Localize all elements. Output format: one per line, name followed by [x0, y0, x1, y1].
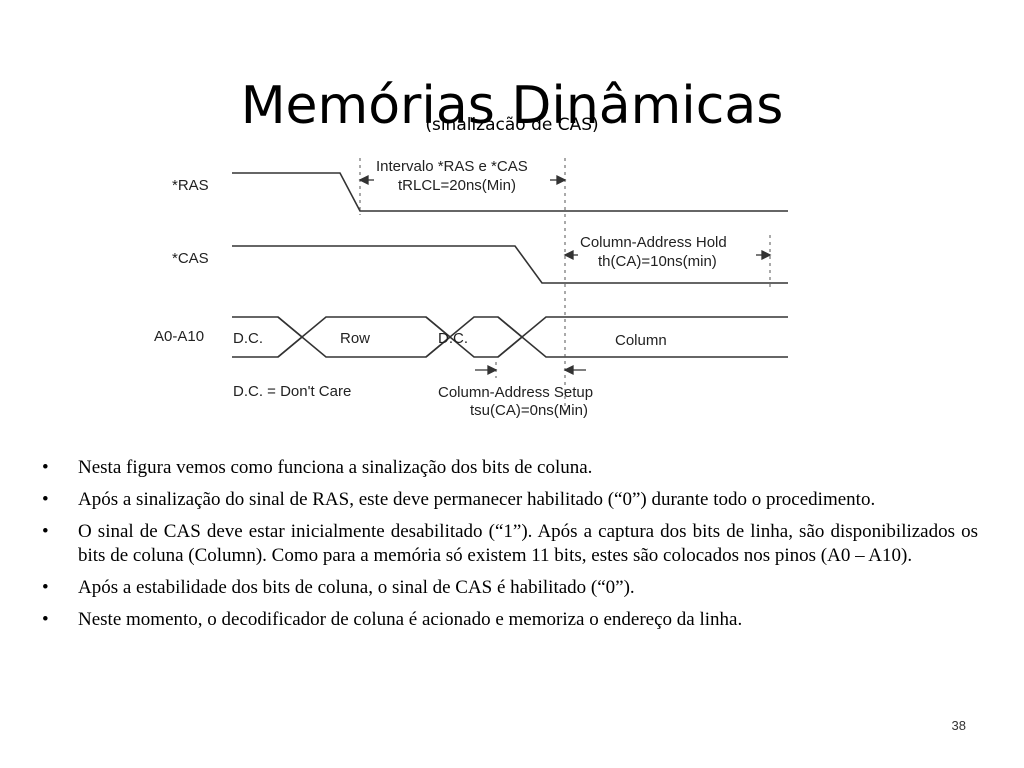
address-signal-label: A0-A10	[154, 328, 204, 345]
bullet-text: Após a estabilidade dos bits de coluna, …	[78, 577, 635, 598]
address-row-label: Row	[340, 330, 370, 347]
bullet-item: • Neste momento, o decodificador de colun…	[42, 608, 978, 632]
slide-subtitle: (sinalizacão de CAS)	[425, 115, 599, 135]
bullet-list: • Nesta figura vemos como funciona a sina…	[42, 456, 978, 640]
bullet-marker: •	[42, 457, 49, 478]
bullet-item: • Nesta figura vemos como funciona a sina…	[42, 456, 978, 480]
bullet-item: • O sinal de CAS deve estar inicialmente …	[42, 520, 978, 568]
dont-care-legend: D.C. = Don't Care	[233, 383, 351, 400]
page-number: 38	[951, 718, 966, 733]
interval-label-line1: Intervalo *RAS e *CAS	[376, 158, 528, 175]
timing-diagram-svg: *RAS *CAS A0-A10 D.C. Row D.C. Column	[154, 158, 788, 419]
slide-title: Memórias Dinâmicas	[240, 75, 784, 136]
bullet-item: • Após a sinalização do sinal de RAS, est…	[42, 488, 978, 512]
bullet-text: Após a sinalização do sinal de RAS, este…	[78, 489, 876, 510]
hold-label-line2: th(CA)=10ns(min)	[598, 253, 717, 270]
timing-reference-lines	[359, 158, 771, 415]
address-column-label: Column	[615, 332, 667, 349]
hold-arrows	[563, 249, 772, 261]
bullet-marker: •	[42, 489, 49, 510]
bullet-text: O sinal de CAS deve estar inicialmente d…	[78, 521, 978, 566]
setup-arrows	[475, 364, 586, 376]
bullet-marker: •	[42, 609, 49, 630]
bullet-marker: •	[42, 577, 49, 598]
setup-label-line1: Column-Address Setup	[438, 384, 593, 401]
timing-diagram: *RAS *CAS A0-A10 D.C. Row D.C. Column	[140, 140, 800, 430]
cas-waveform	[232, 245, 788, 284]
address-bus-waveform	[232, 316, 788, 358]
setup-label-line2: tsu(CA)=0ns(Min)	[470, 402, 588, 419]
bullet-text: Neste momento, o decodificador de coluna…	[78, 609, 743, 630]
ras-signal-label: *RAS	[172, 177, 209, 194]
interval-label-line2: tRLCL=20ns(Min)	[398, 177, 516, 194]
cas-signal-label: *CAS	[172, 250, 209, 267]
bullet-marker: •	[42, 521, 49, 542]
interval-arrows	[358, 174, 567, 186]
bullet-item: • Após a estabilidade dos bits de coluna,…	[42, 576, 978, 600]
bullet-text: Nesta figura vemos como funciona a sinal…	[78, 457, 593, 478]
address-dont-care-label-1: D.C.	[233, 330, 263, 347]
address-dont-care-label-2: D.C.	[438, 330, 468, 347]
hold-label-line1: Column-Address Hold	[580, 234, 727, 251]
ras-waveform	[232, 172, 788, 212]
